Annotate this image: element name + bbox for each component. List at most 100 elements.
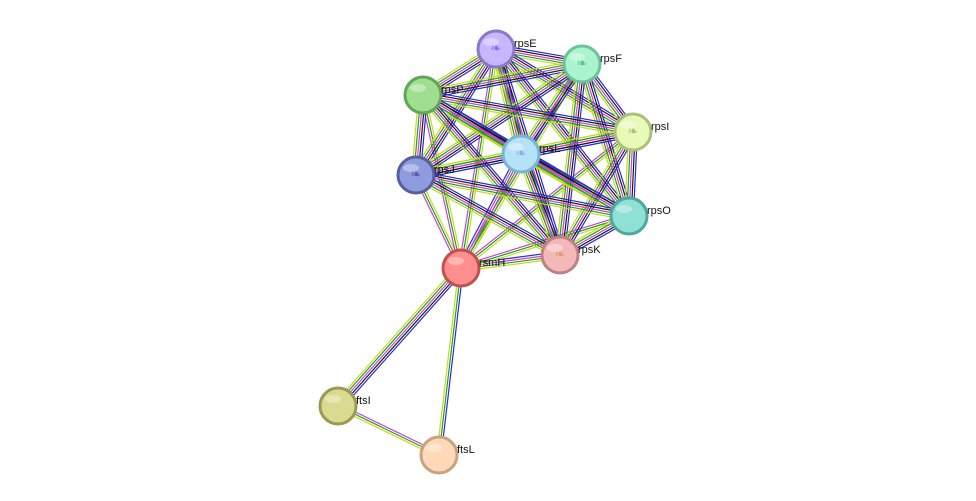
node-rpsE[interactable]: ❧rpsE	[476, 29, 537, 69]
node-circle[interactable]	[396, 155, 436, 195]
node-highlight	[403, 164, 419, 172]
edge-evidence-line	[422, 61, 582, 94]
edge-evidence-line	[334, 264, 459, 404]
edge-evidence-line	[422, 59, 582, 92]
node-circle[interactable]	[501, 134, 541, 174]
node-label: rpsL	[539, 143, 560, 155]
edge-evidence-line	[493, 49, 628, 218]
edge-evidence-line	[415, 174, 630, 217]
node-circle[interactable]	[441, 248, 481, 288]
node-circle[interactable]	[540, 235, 580, 275]
edge-evidence-line	[520, 153, 630, 217]
node-rpsI[interactable]: ❧ rpsI	[613, 112, 669, 152]
protein-structure-icon: ❧	[411, 168, 422, 183]
node-rpsF[interactable]: ❧rpsF	[562, 44, 622, 84]
node-highlight	[569, 53, 585, 61]
edge-evidence-line	[416, 172, 562, 254]
edge-evidence-line	[416, 65, 584, 178]
edge-evidence-line	[422, 96, 633, 135]
edge-evidence-line	[422, 94, 462, 269]
edge-rsmH-ftsI[interactable]	[334, 264, 465, 410]
edge-rpsP-rpsK[interactable]	[419, 91, 564, 259]
edge-evidence-line	[440, 268, 464, 456]
node-circle[interactable]	[403, 75, 443, 115]
edge-rpsI-rpsK[interactable]	[555, 129, 638, 258]
node-circle[interactable]	[562, 44, 602, 84]
edge-evidence-line	[577, 65, 626, 218]
edge-rpsJ-rpsO[interactable]	[415, 170, 630, 221]
node-rsmH[interactable]: rsmH	[441, 248, 505, 288]
edge-evidence-line	[436, 267, 460, 455]
node-circle[interactable]	[419, 435, 459, 475]
edge-evidence-line	[493, 52, 632, 137]
edge-evidence-line	[555, 63, 579, 255]
edge-evidence-line	[559, 131, 634, 256]
node-highlight	[426, 444, 442, 452]
node-rpsO[interactable]: rpsO	[609, 196, 671, 236]
edge-evidence-line	[423, 92, 634, 131]
edge-rpsJ-rpsK[interactable]	[413, 170, 563, 260]
edge-evidence-line	[422, 63, 583, 96]
edge-evidence-line	[559, 63, 583, 256]
edge-evidence-line	[340, 270, 465, 410]
node-rpsL[interactable]: ❧ rpsL	[501, 134, 560, 174]
edge-evidence-line	[414, 61, 582, 174]
protein-structure-icon: ❧	[555, 248, 566, 263]
node-highlight	[483, 38, 499, 46]
node-rpsJ[interactable]: ❧ rpsJ	[396, 155, 455, 195]
protein-structure-icon: ❧	[628, 125, 639, 140]
edge-evidence-line	[415, 63, 583, 176]
edge-evidence-line	[337, 267, 462, 407]
node-label: rpsP	[441, 84, 464, 96]
edge-evidence-line	[521, 151, 631, 215]
node-highlight	[620, 121, 636, 129]
node-label: rpsO	[647, 205, 671, 217]
edge-evidence-line	[413, 178, 559, 260]
edge-evidence-line	[563, 133, 638, 258]
edge-evidence-line	[425, 91, 564, 253]
edge-evidence-line	[415, 178, 629, 221]
node-highlight	[616, 205, 632, 213]
edge-rpsF-rpsK[interactable]	[555, 63, 587, 256]
node-rpsK[interactable]: ❧rpsK	[540, 235, 601, 275]
protein-structure-icon: ❧	[577, 57, 588, 72]
node-ftsI[interactable]: ftsI	[318, 386, 371, 426]
edge-evidence-line	[561, 132, 636, 257]
node-highlight	[448, 257, 464, 265]
edge-rpsF-rpsJ[interactable]	[413, 59, 585, 180]
edge-evidence-line	[423, 65, 583, 98]
edge-evidence-line	[423, 67, 583, 100]
edge-evidence-line	[415, 174, 561, 256]
edge-evidence-line	[555, 129, 630, 254]
edge-rpsF-rpsP[interactable]	[422, 59, 583, 100]
protein-structure-icon: ❧	[491, 42, 502, 57]
edge-rpsP-rpsI[interactable]	[422, 90, 634, 137]
node-circle[interactable]	[613, 112, 653, 152]
edge-evidence-line	[417, 170, 563, 252]
node-label: ftsL	[457, 444, 475, 456]
edge-evidence-line	[422, 94, 634, 133]
edge-evidence-line	[561, 64, 585, 256]
edge-evidence-line	[414, 176, 560, 258]
edge-evidence-line	[335, 266, 460, 405]
node-ftsL[interactable]: ftsL	[419, 435, 475, 475]
node-label: rpsI	[651, 121, 669, 133]
node-circle[interactable]	[476, 29, 516, 69]
node-circle[interactable]	[609, 196, 649, 236]
edge-evidence-line	[497, 47, 632, 216]
edge-evidence-line	[422, 94, 561, 256]
node-label: rsmH	[479, 257, 505, 269]
node-highlight	[325, 395, 341, 403]
node-label: rpsJ	[434, 164, 455, 176]
node-circle[interactable]	[318, 386, 358, 426]
edge-rsmH-ftsL[interactable]	[436, 267, 464, 456]
node-rpsP[interactable]: rpsP	[403, 75, 464, 115]
protein-structure-icon: ❧	[516, 147, 527, 162]
edge-evidence-line	[438, 267, 462, 456]
edge-evidence-line	[522, 149, 632, 213]
nodes-layer: ❧rpsE ❧rpsF rpsP ❧ rpsI ❧ rpsL ❧ rpsJ rpsO ❧rpsK rs…	[318, 29, 671, 475]
edge-evidence-line	[413, 59, 580, 172]
edge-evidence-line	[416, 172, 630, 215]
node-highlight	[508, 143, 524, 151]
